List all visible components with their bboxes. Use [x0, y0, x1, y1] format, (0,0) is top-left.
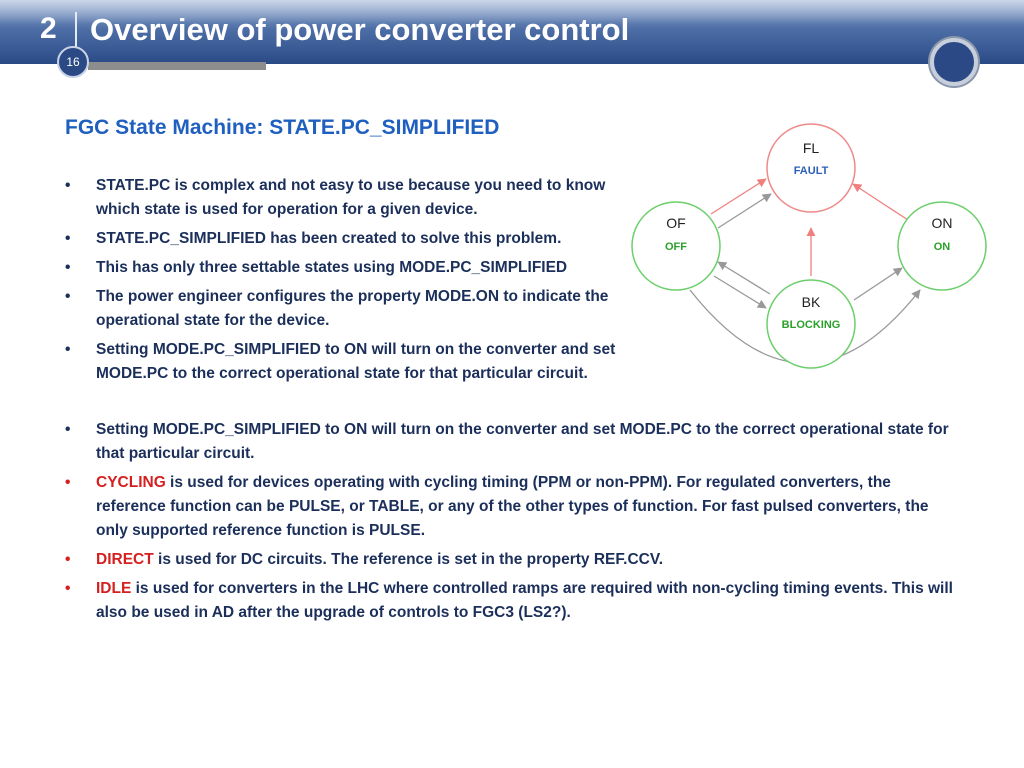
state-fault: FL FAULT [766, 123, 856, 213]
bullet-item: Setting MODE.PC_SIMPLIFIED to ON will tu… [65, 338, 625, 386]
section-number: 2 [40, 12, 57, 45]
state-blocking-name: BLOCKING [782, 319, 841, 331]
slide-header: 2 Overview of power converter control [0, 0, 1024, 64]
arrow-blocking-to-on [853, 267, 903, 301]
slide-title: Overview of power converter control [90, 12, 630, 47]
state-off-code: OF [666, 215, 685, 231]
bullet-item-idle: IDLE is used for converters in the LHC w… [65, 577, 955, 625]
state-blocking: BK BLOCKING [766, 279, 856, 369]
state-on-name: ON [934, 241, 951, 253]
bullet-item: This has only three settable states usin… [65, 256, 625, 280]
arrow-fault-to-off [717, 193, 772, 229]
state-off: OF OFF [631, 201, 721, 291]
state-on-circle [897, 201, 987, 291]
state-machine-diagram: FL FAULT OF OFF ON ON BK BLOCKING [631, 123, 987, 369]
state-on-code: ON [932, 215, 953, 231]
keyword-idle: IDLE [96, 580, 132, 597]
bullet-list-top: STATE.PC is complex and not easy to use … [65, 174, 625, 391]
bullet-item: The power engineer configures the proper… [65, 285, 625, 333]
state-fault-circle [766, 123, 856, 213]
bullet-item-direct: DIRECT is used for DC circuits. The refe… [65, 548, 955, 572]
keyword-cycling: CYCLING [96, 474, 166, 491]
arrow-off-to-blocking [713, 275, 767, 309]
slide-subtitle: FGC State Machine: STATE.PC_SIMPLIFIED [65, 116, 500, 139]
bullet-item-cycling: CYCLING is used for devices operating wi… [65, 471, 955, 543]
state-fault-name: FAULT [794, 165, 829, 177]
bullet-text: is used for converters in the LHC where … [96, 580, 953, 621]
bullet-item: STATE.PC_SIMPLIFIED has been created to … [65, 227, 625, 251]
title-underline-bar [88, 62, 266, 70]
arrow-on-to-fault [852, 183, 909, 221]
title-divider [75, 12, 77, 48]
corner-decoration [930, 38, 978, 86]
bullet-text: is used for devices operating with cycli… [96, 474, 929, 539]
bullet-item: STATE.PC is complex and not easy to use … [65, 174, 625, 222]
bullet-text: Setting MODE.PC_SIMPLIFIED to ON will tu… [96, 421, 949, 462]
state-on: ON ON [897, 201, 987, 291]
state-blocking-circle [766, 279, 856, 369]
state-blocking-code: BK [802, 294, 821, 310]
state-off-circle [631, 201, 721, 291]
header-gloss [0, 0, 1024, 24]
state-off-name: OFF [665, 241, 687, 253]
arrow-off-to-fault [710, 178, 767, 215]
page-number-badge: 16 [57, 46, 89, 78]
keyword-direct: DIRECT [96, 551, 154, 568]
bullet-text: is used for DC circuits. The reference i… [153, 551, 664, 568]
bullet-item: Setting MODE.PC_SIMPLIFIED to ON will tu… [65, 418, 955, 466]
bullet-list-bottom: Setting MODE.PC_SIMPLIFIED to ON will tu… [65, 418, 955, 630]
arrow-blocking-to-off [717, 261, 771, 295]
state-fault-code: FL [803, 140, 820, 156]
